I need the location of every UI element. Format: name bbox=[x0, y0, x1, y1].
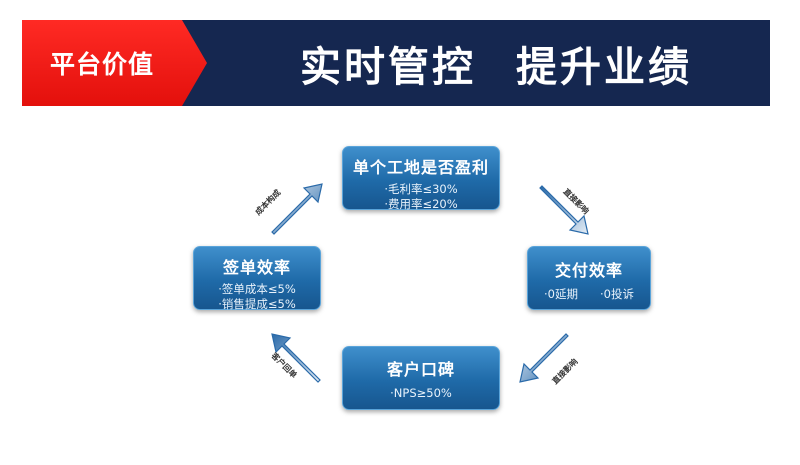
label-top-to-right: 直接影响 bbox=[561, 187, 591, 216]
node-title: 客户口碑 bbox=[386, 360, 455, 379]
label-left-to-top: 成本构成 bbox=[253, 188, 283, 217]
headline-part1: 实时管控 bbox=[300, 43, 476, 91]
node-detail: ·NPS≥50% bbox=[390, 386, 452, 400]
tag-label: 平台价值 bbox=[49, 50, 154, 79]
node-site-profitability: 单个工地是否盈利 ·毛利率≤30% ·费用率≤20% bbox=[342, 146, 500, 211]
node-title: 交付效率 bbox=[554, 261, 623, 280]
node-title: 签单效率 bbox=[222, 258, 291, 277]
node-detail: ·销售提成≤5% bbox=[218, 297, 296, 311]
header-banner: 平台价值 实时管控 提升业绩 bbox=[22, 20, 770, 106]
node-title: 单个工地是否盈利 bbox=[352, 158, 489, 177]
node-detail: ·0投诉 bbox=[600, 287, 634, 301]
node-detail: ·费用率≤20% bbox=[384, 197, 458, 211]
page-title: 实时管控 提升业绩 bbox=[222, 20, 770, 106]
node-signing-efficiency: 签单效率 ·签单成本≤5% ·销售提成≤5% bbox=[193, 246, 321, 311]
node-detail: ·毛利率≤30% bbox=[384, 182, 458, 196]
headline-part2: 提升业绩 bbox=[516, 43, 692, 91]
node-customer-reputation: 客户口碑 ·NPS≥50% bbox=[342, 346, 500, 410]
tag-ribbon bbox=[22, 20, 207, 106]
node-delivery-efficiency: 交付效率 ·0延期 ·0投诉 bbox=[527, 246, 651, 310]
label-bottom-to-left: 客户回单 bbox=[269, 351, 299, 380]
node-detail: ·签单成本≤5% bbox=[218, 282, 296, 296]
label-right-to-bottom: 直接影响 bbox=[550, 357, 580, 386]
node-detail: ·0延期 bbox=[544, 287, 578, 301]
